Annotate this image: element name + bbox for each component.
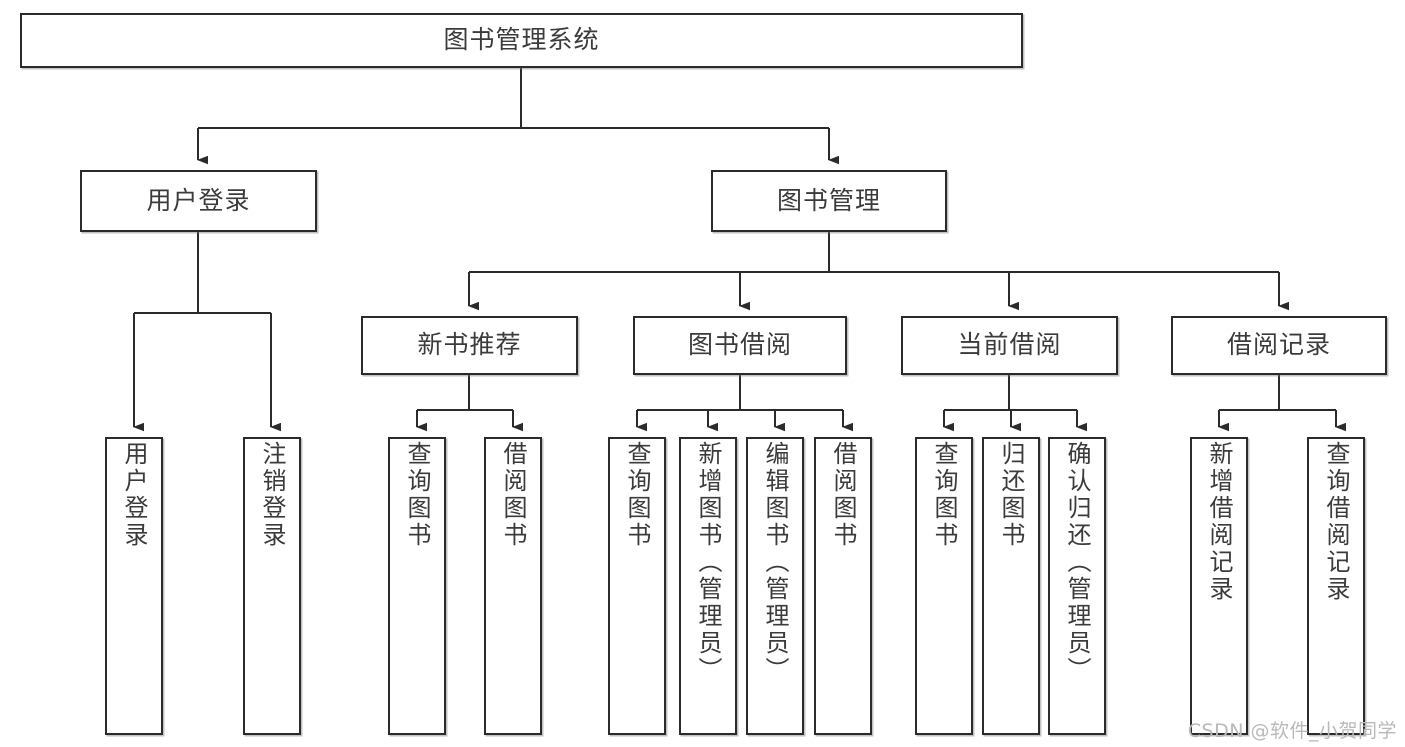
- leaf-borrow-book-recommend[interactable]: 借阅图书: [484, 437, 542, 735]
- node-new-book-recommend[interactable]: 新书推荐: [361, 316, 578, 375]
- leaf-return-book[interactable]: 归还图书: [982, 437, 1040, 735]
- node-label: 查询借阅记录: [1322, 441, 1350, 603]
- node-book-management[interactable]: 图书管理: [711, 170, 947, 232]
- node-label: 新增借阅记录: [1205, 441, 1233, 603]
- node-borrow-record[interactable]: 借阅记录: [1171, 316, 1387, 375]
- node-label: 新增图书（管理员）: [694, 441, 722, 684]
- leaf-borrow-book[interactable]: 借阅图书: [814, 437, 872, 735]
- node-label: 用户登录: [120, 441, 148, 549]
- node-user-login[interactable]: 用户登录: [80, 170, 317, 232]
- node-root-system[interactable]: 图书管理系统: [20, 13, 1023, 68]
- node-label: 查询图书: [930, 441, 958, 549]
- leaf-add-borrow-record[interactable]: 新增借阅记录: [1190, 437, 1248, 735]
- leaf-query-book-current[interactable]: 查询图书: [915, 437, 973, 735]
- leaf-user-login[interactable]: 用户登录: [105, 437, 163, 735]
- leaf-query-book-borrow[interactable]: 查询图书: [608, 437, 666, 735]
- node-label: 确认归还（管理员）: [1063, 441, 1091, 684]
- leaf-query-book-recommend[interactable]: 查询图书: [388, 437, 446, 735]
- node-book-borrow[interactable]: 图书借阅: [633, 316, 847, 375]
- node-label: 图书管理系统: [443, 25, 600, 55]
- node-label: 归还图书: [997, 441, 1025, 549]
- leaf-query-borrow-record[interactable]: 查询借阅记录: [1307, 437, 1365, 735]
- node-current-borrow[interactable]: 当前借阅: [901, 316, 1118, 375]
- leaf-add-book-admin[interactable]: 新增图书（管理员）: [679, 437, 737, 735]
- node-label: 借阅图书: [829, 441, 857, 549]
- node-label: 查询图书: [403, 441, 431, 549]
- node-label: 当前借阅: [957, 330, 1062, 360]
- node-label: 图书管理: [776, 185, 881, 215]
- node-label: 借阅图书: [499, 441, 527, 549]
- node-label: 图书借阅: [687, 330, 792, 360]
- node-label: 新书推荐: [417, 330, 522, 360]
- node-label: 查询图书: [623, 441, 651, 549]
- leaf-logout[interactable]: 注销登录: [243, 437, 301, 735]
- node-label: 注销登录: [258, 441, 286, 549]
- leaf-edit-book-admin[interactable]: 编辑图书（管理员）: [746, 437, 804, 735]
- leaf-confirm-return-admin[interactable]: 确认归还（管理员）: [1048, 437, 1106, 735]
- node-label: 借阅记录: [1226, 330, 1331, 360]
- node-label: 编辑图书（管理员）: [761, 441, 789, 684]
- node-label: 用户登录: [146, 185, 251, 215]
